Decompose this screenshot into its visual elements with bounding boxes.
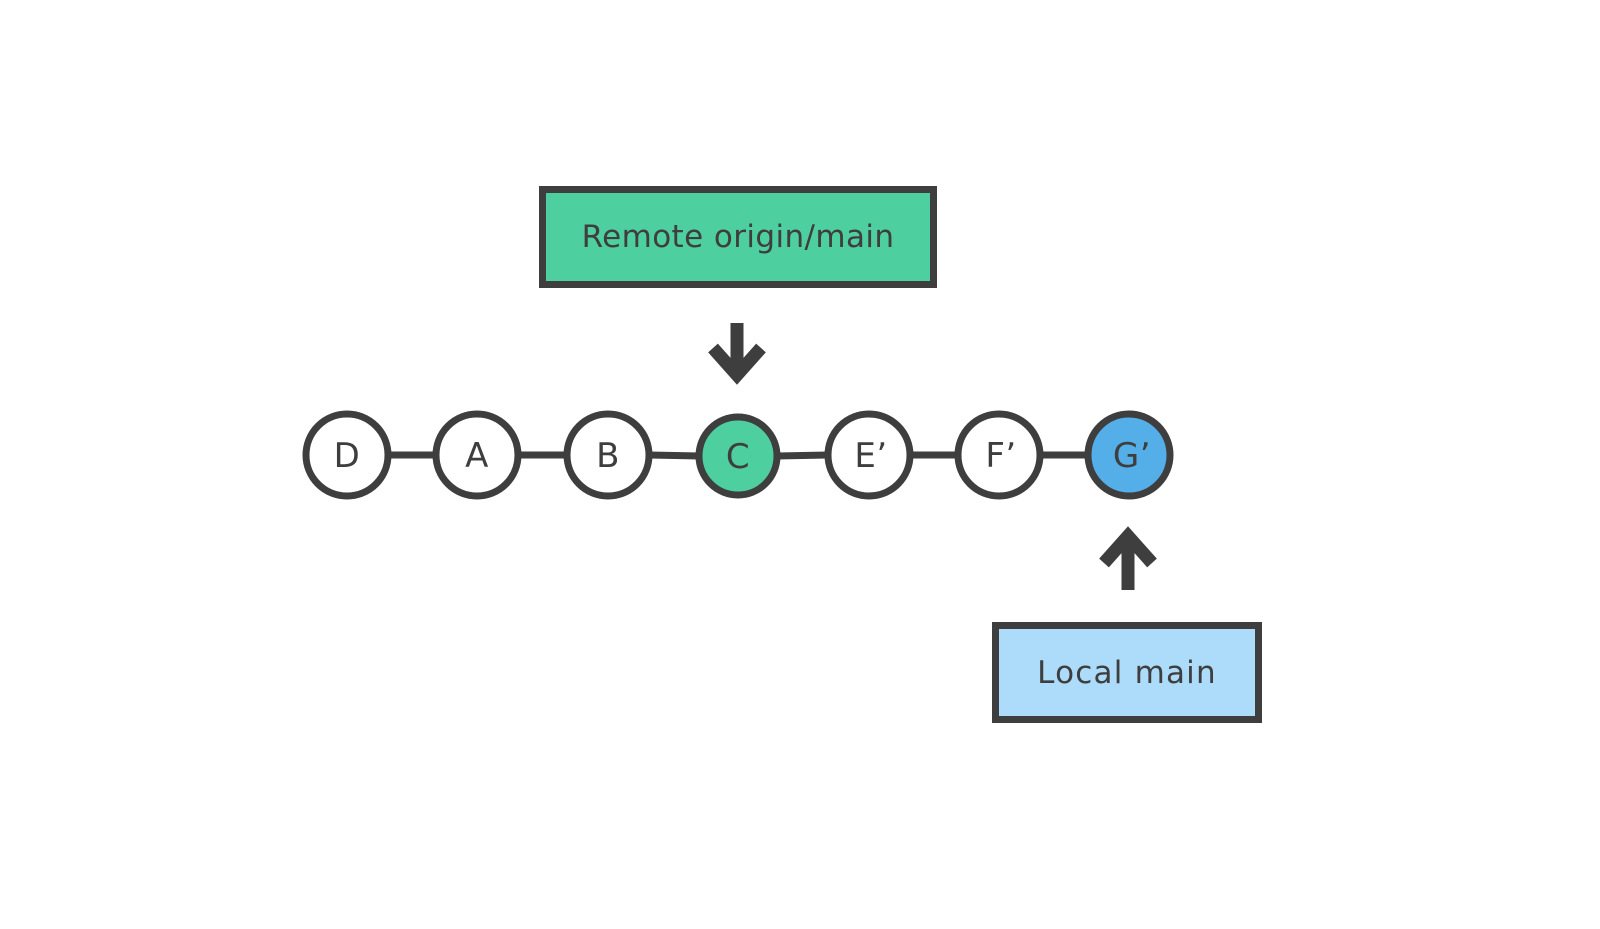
- commit-label-f-prime: F’: [985, 436, 1017, 476]
- local-branch-label: Local main: [1037, 654, 1217, 691]
- edge-b-c: [648, 451, 701, 460]
- local-branch-box: Local main: [992, 622, 1262, 723]
- arrow-up-icon: [1099, 526, 1157, 590]
- remote-branch-box: Remote origin/main: [539, 186, 937, 288]
- commit-label-d: D: [333, 436, 361, 476]
- commit-label-g-prime: G’: [1112, 436, 1152, 476]
- remote-branch-label: Remote origin/main: [581, 219, 895, 255]
- commit-label-a: A: [465, 436, 489, 476]
- commit-label-b: B: [596, 436, 620, 476]
- commit-label-e-prime: E’: [854, 436, 888, 476]
- commit-label-c: C: [725, 437, 751, 477]
- arrow-down-icon: [708, 323, 766, 385]
- edge-c-e: [776, 451, 829, 460]
